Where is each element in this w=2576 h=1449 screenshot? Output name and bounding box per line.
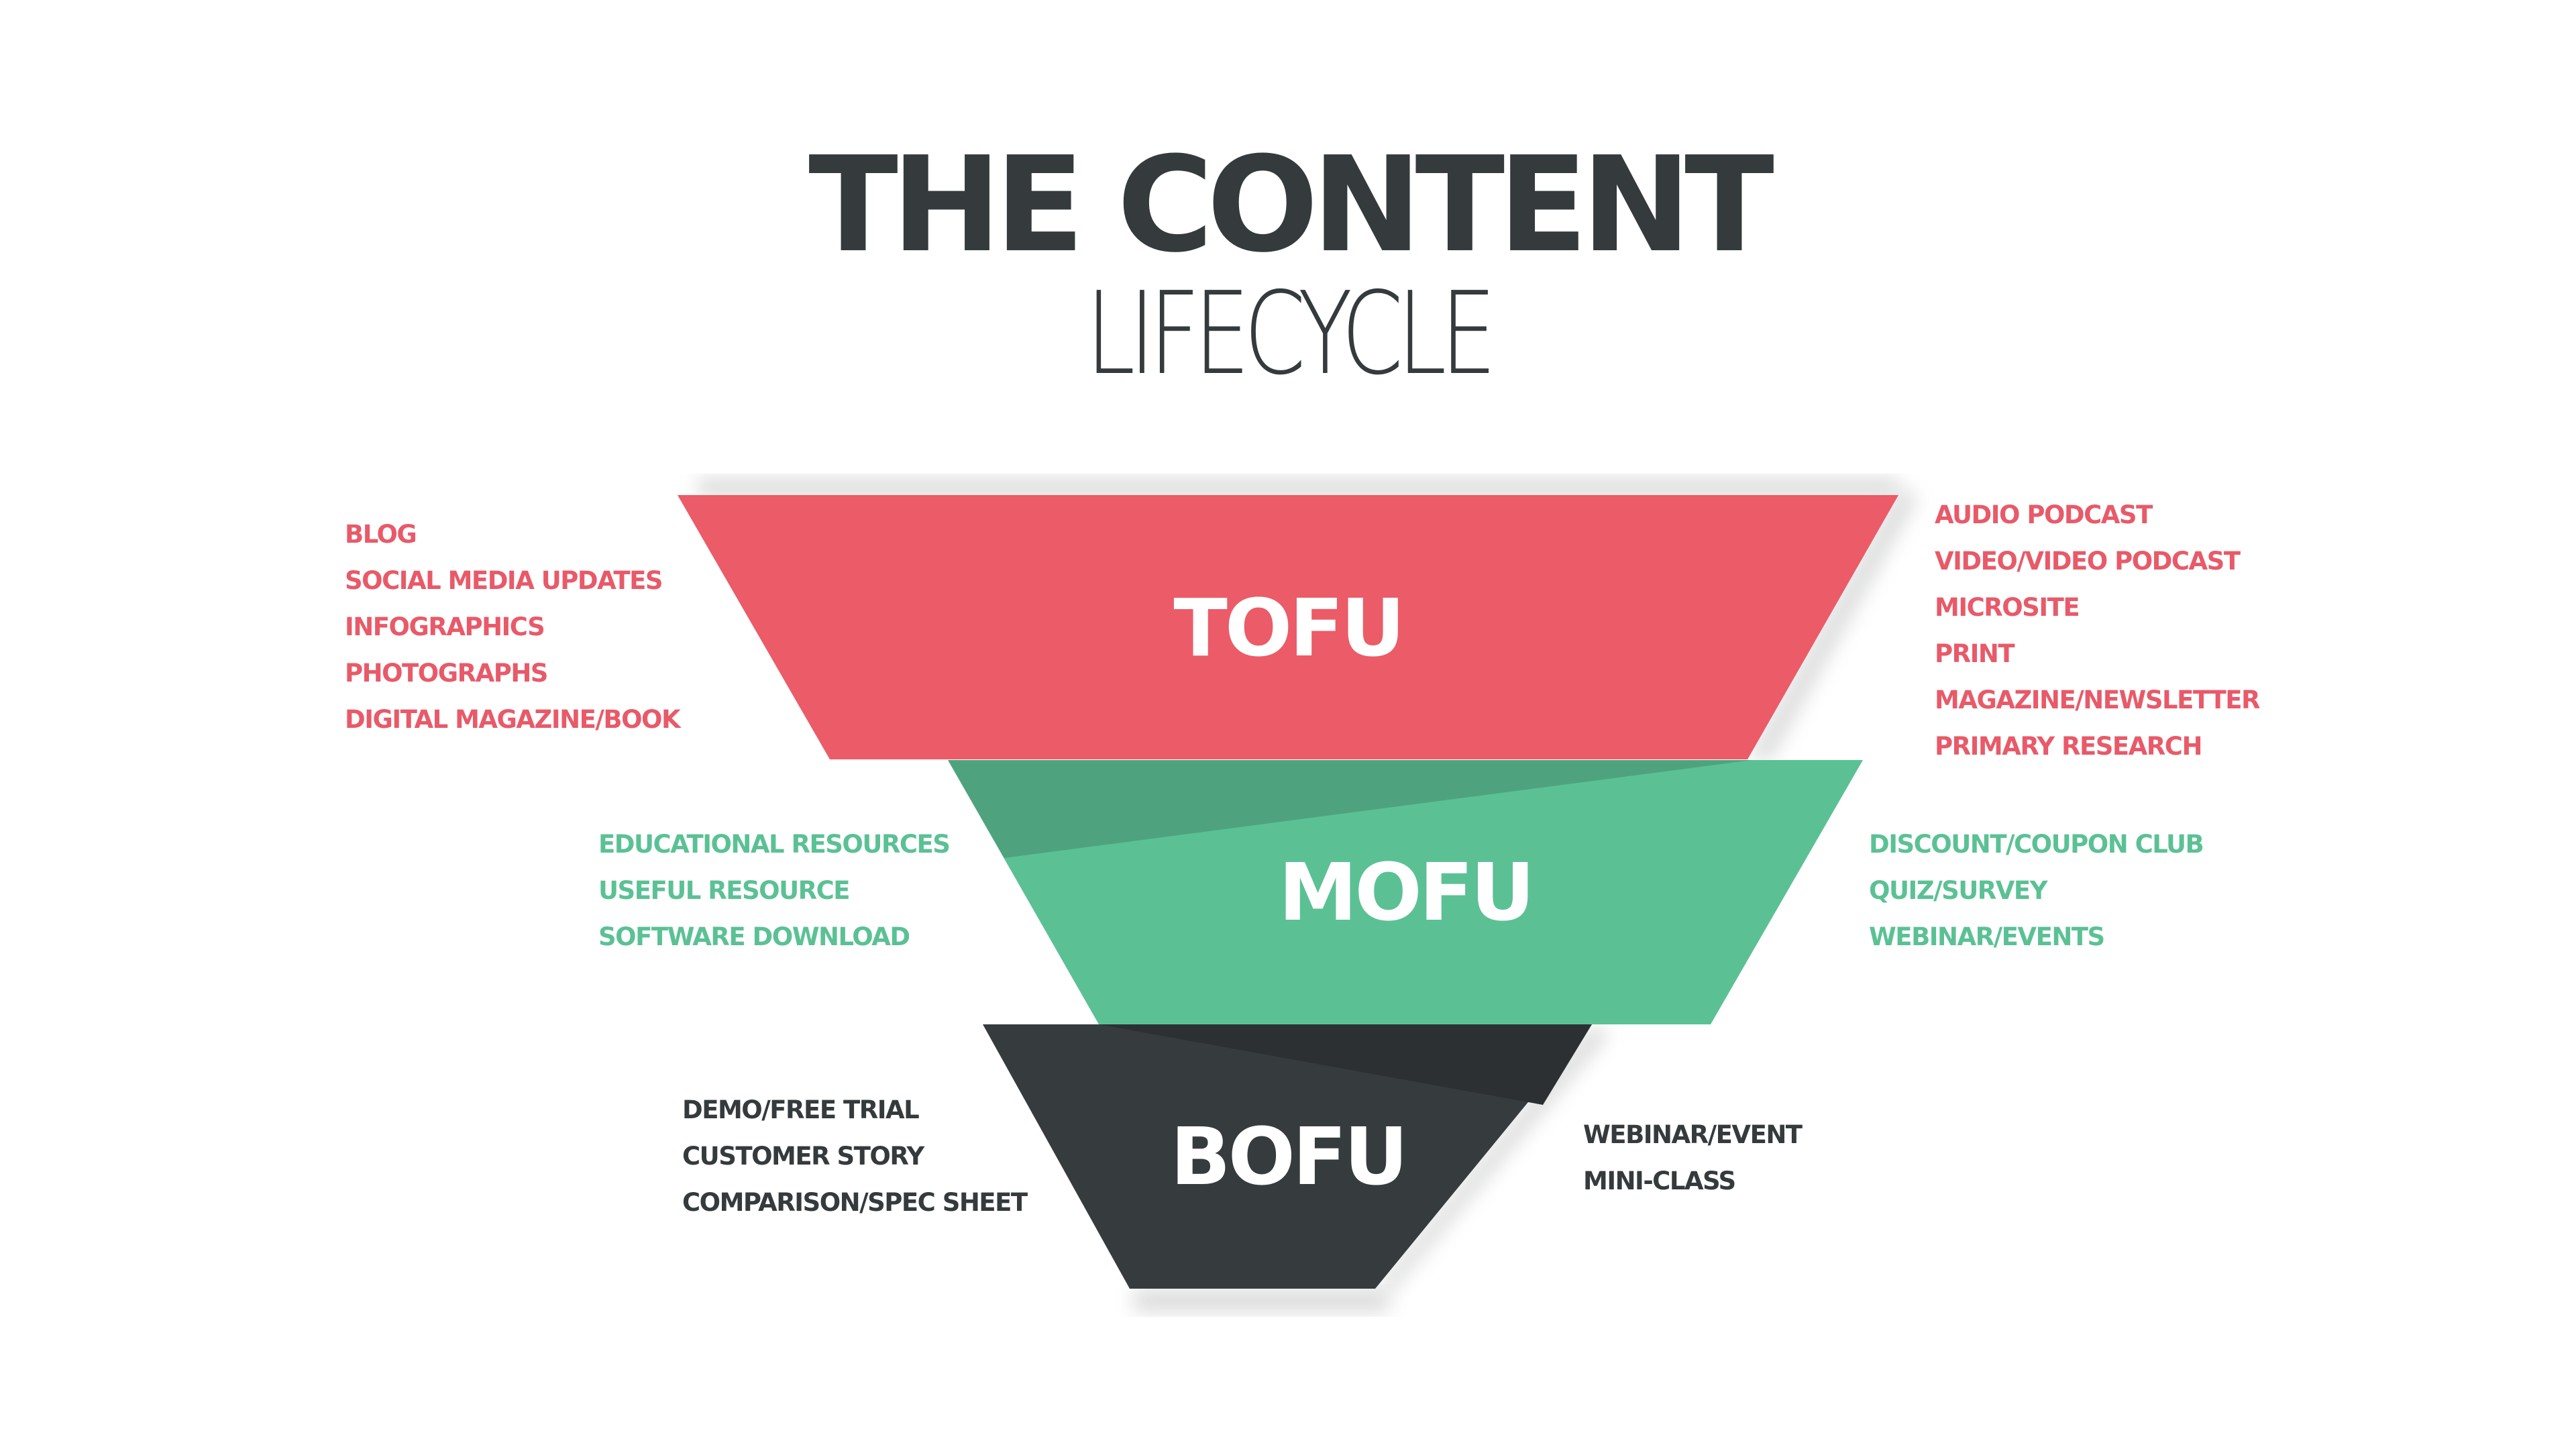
- mofu-shade: [948, 760, 1752, 858]
- list-item: CUSTOMER STORY: [682, 1142, 924, 1171]
- list-item: DISCOUNT/COUPON CLUB: [1869, 830, 2204, 859]
- list-item: SOFTWARE DOWNLOAD: [598, 922, 910, 951]
- mofu-left-list: EDUCATIONAL RESOURCES USEFUL RESOURCE SO…: [598, 821, 951, 960]
- list-item: PRIMARY RESEARCH: [1935, 732, 2202, 761]
- list-item: USEFUL RESOURCE: [598, 876, 851, 905]
- list-item: AUDIO PODCAST: [1935, 500, 2153, 529]
- list-item: DIGITAL MAGAZINE/BOOK: [345, 705, 681, 734]
- title-sub: LIFECYCLE: [1085, 268, 1496, 400]
- list-item: WEBINAR/EVENT: [1583, 1120, 1803, 1149]
- list-item: PHOTOGRAPHS: [345, 659, 548, 688]
- list-item: DEMO/FREE TRIAL: [682, 1095, 920, 1124]
- list-item: COMPARISON/SPEC SHEET: [682, 1188, 1028, 1217]
- mofu-right-list: DISCOUNT/COUPON CLUB QUIZ/SURVEY WEBINAR…: [1869, 821, 2204, 960]
- bofu-label: BOFU: [1170, 1110, 1409, 1203]
- list-item: MICROSITE: [1935, 593, 2080, 622]
- funnel-shadows: [698, 478, 1919, 1312]
- list-item: WEBINAR/EVENTS: [1869, 922, 2105, 951]
- list-item: INFOGRAPHICS: [345, 612, 545, 641]
- tofu-left-list: BLOG SOCIAL MEDIA UPDATES INFOGRAPHICS P…: [345, 511, 681, 743]
- mofu-label: MOFU: [1278, 846, 1535, 938]
- bofu-left-list: DEMO/FREE TRIAL CUSTOMER STORY COMPARISO…: [682, 1087, 1028, 1226]
- tofu-label: TOFU: [1173, 582, 1405, 674]
- title-main: THE CONTENT: [808, 129, 1774, 282]
- list-item: MAGAZINE/NEWSLETTER: [1935, 686, 2260, 714]
- list-item: MINI-CLASS: [1583, 1167, 1736, 1195]
- tofu-right-list: AUDIO PODCAST VIDEO/VIDEO PODCAST MICROS…: [1935, 492, 2260, 769]
- bofu-right-list: WEBINAR/EVENT MINI-CLASS: [1583, 1112, 1803, 1204]
- list-item: VIDEO/VIDEO PODCAST: [1935, 547, 2241, 576]
- list-item: EDUCATIONAL RESOURCES: [598, 830, 951, 859]
- list-item: SOCIAL MEDIA UPDATES: [345, 566, 663, 595]
- bofu-shade: [1099, 1024, 1592, 1105]
- bofu-segment: [983, 1024, 1592, 1289]
- tofu-segment: [678, 495, 1898, 759]
- list-item: BLOG: [345, 520, 417, 549]
- list-item: PRINT: [1935, 639, 2015, 668]
- list-item: QUIZ/SURVEY: [1869, 876, 2048, 905]
